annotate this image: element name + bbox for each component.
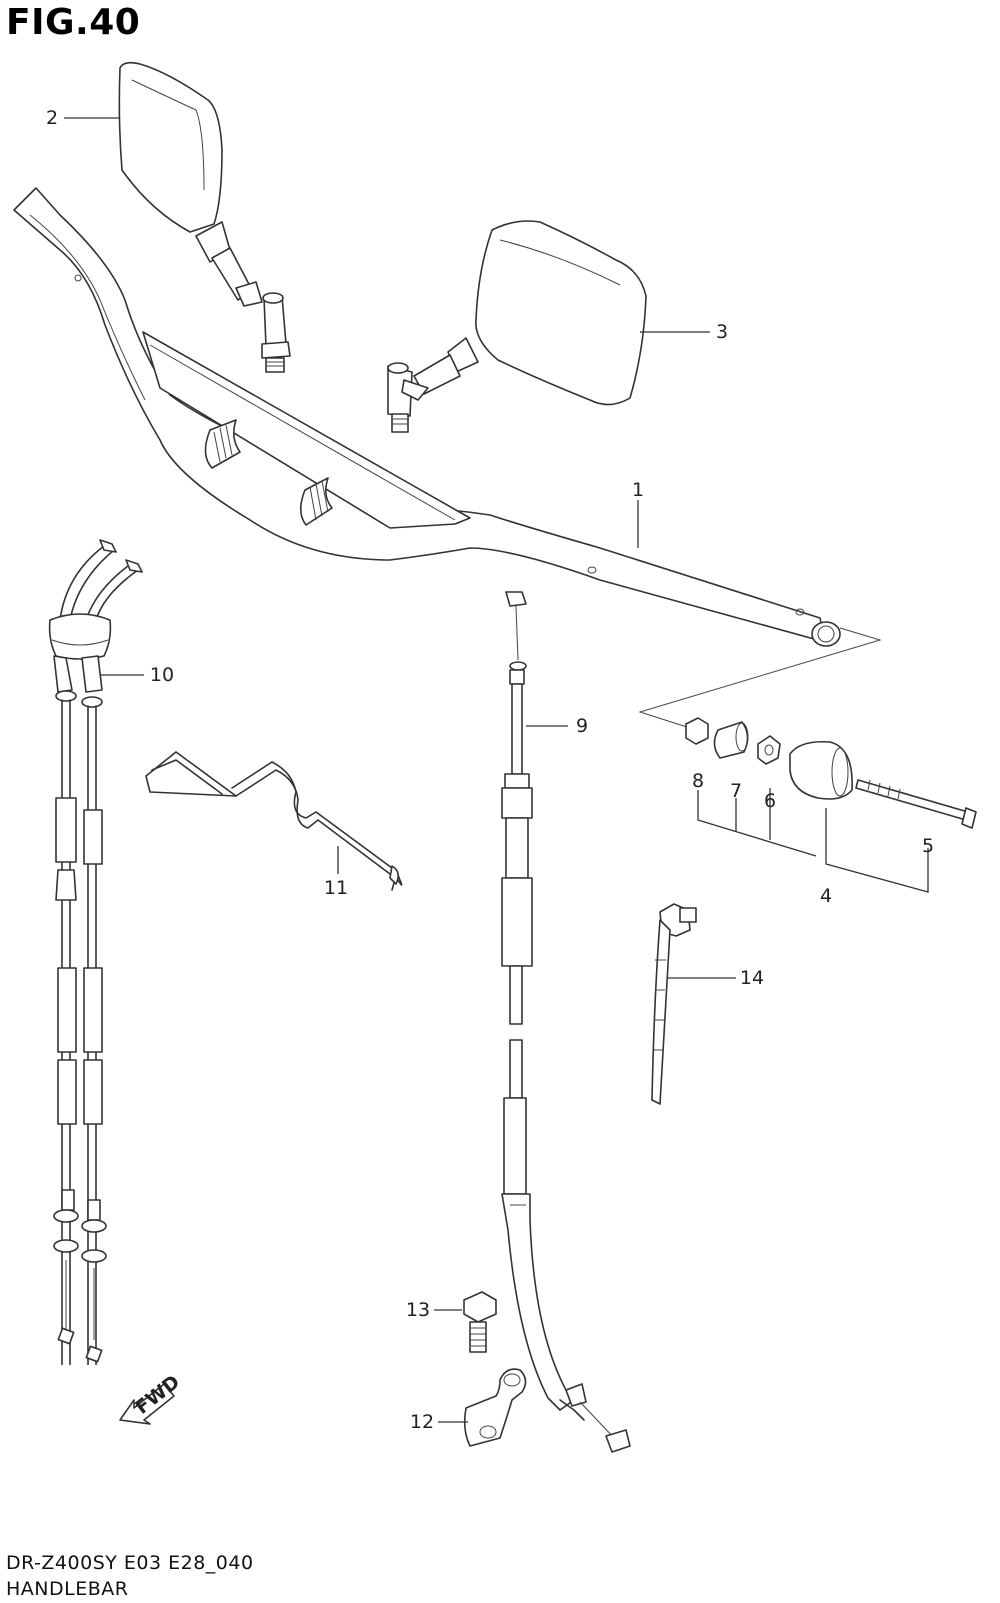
- right-mirror[interactable]: [387, 220, 647, 433]
- fwd-label: FWD: [131, 1371, 184, 1419]
- weight-4: [789, 740, 853, 800]
- cable-tie[interactable]: [651, 903, 697, 1105]
- callout-10: 10: [150, 664, 174, 686]
- wire-guide[interactable]: [145, 751, 403, 891]
- diagram-name: HANDLEBAR: [6, 1578, 129, 1600]
- callout-14: 14: [740, 967, 764, 989]
- mounting-bolt[interactable]: [463, 1291, 497, 1353]
- washer-6: [757, 735, 781, 765]
- callout-6: 6: [764, 790, 776, 812]
- callout-7: 7: [730, 780, 742, 802]
- handlebar[interactable]: [13, 187, 841, 647]
- nut-8: [685, 717, 709, 745]
- model-code: DR-Z400SY E03 E28_040: [6, 1552, 254, 1574]
- screw-5: [855, 779, 969, 821]
- callout-12: 12: [410, 1411, 434, 1433]
- callout-2: 2: [46, 107, 58, 129]
- callout-leaders: [64, 117, 929, 1423]
- left-mirror[interactable]: [118, 61, 291, 373]
- figure-title: FIG.40: [6, 2, 141, 43]
- callout-5: 5: [922, 835, 934, 857]
- clutch-cable[interactable]: [501, 591, 631, 1453]
- callout-11: 11: [324, 877, 348, 899]
- throttle-cables[interactable]: [40, 539, 143, 1603]
- callout-8: 8: [692, 770, 704, 792]
- callout-13: 13: [406, 1299, 430, 1321]
- callout-1: 1: [632, 479, 644, 501]
- callout-9: 9: [576, 715, 588, 737]
- collar-7: [713, 721, 749, 759]
- bar-end-assembly[interactable]: [638, 627, 977, 893]
- callout-4: 4: [820, 885, 832, 907]
- callout-numbers: 1 2 3 4 5 6 7 8 9 10 11 12 13 14: [46, 107, 934, 1433]
- callout-3: 3: [716, 321, 728, 343]
- cable-clamp[interactable]: [463, 1368, 527, 1447]
